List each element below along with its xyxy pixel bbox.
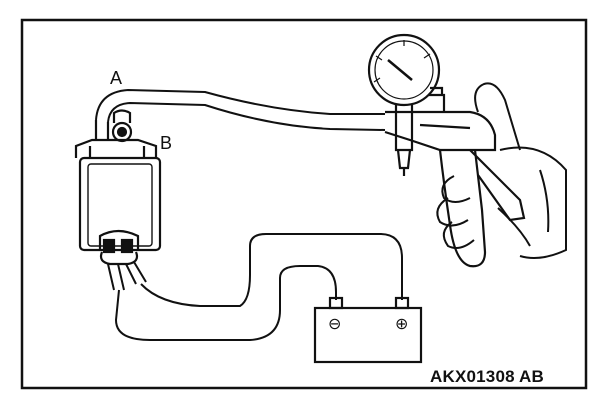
vacuum-gauge-icon [367,33,441,176]
vacuum-hose [95,88,386,131]
diagram-frame [20,18,588,390]
figure-code: AKX01308 AB [430,367,545,386]
solenoid-valve-icon [74,109,162,266]
battery-negative-terminal: ⊖ [328,314,342,333]
label-b: B [160,133,173,153]
battery-icon [313,296,423,364]
battery-positive-terminal: ⊕ [395,314,409,333]
hand-vacuum-pump-icon [384,86,526,268]
label-a: A [110,68,123,88]
test-leads [107,233,403,341]
hand-icon [436,82,567,259]
